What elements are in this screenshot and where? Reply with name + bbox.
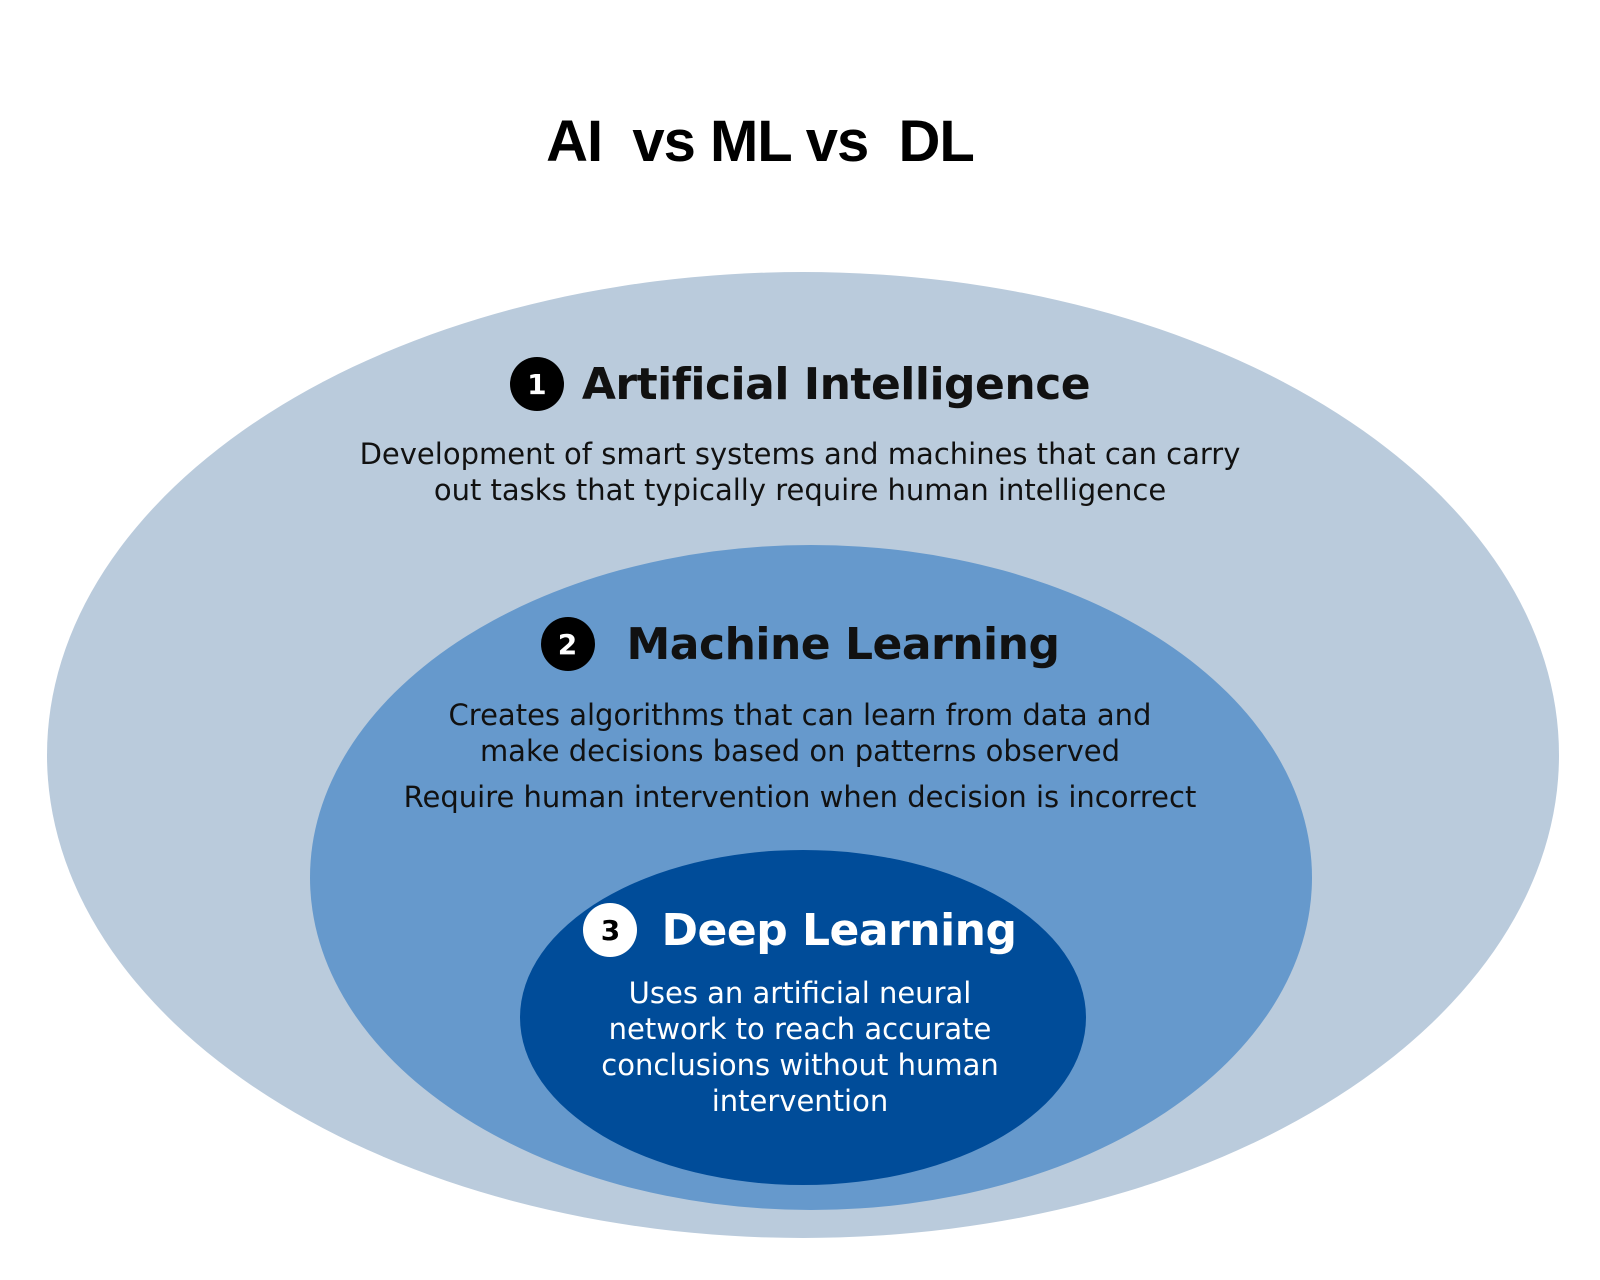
dl-description-line: network to reach accurate — [608, 1012, 992, 1046]
ai-description: Development of smart systems and machine… — [0, 436, 1600, 508]
page-title: AI vs ML vs DL — [546, 109, 975, 174]
dl-number-badge: 3 — [583, 903, 638, 957]
ml-heading-label: Machine Learning — [626, 618, 1060, 670]
dl-description-line: Uses an artificial neural — [628, 976, 972, 1010]
ai-description-line: out tasks that typically require human i… — [433, 473, 1167, 507]
ml-description: Creates algorithms that can learn from d… — [0, 697, 1600, 769]
ai-number-badge: 1 — [509, 357, 564, 411]
ml-number-badge: 2 — [540, 617, 595, 671]
dl-description: Uses an artificial neural network to rea… — [0, 975, 1600, 1119]
ml-description-line: make decisions based on patterns observe… — [479, 734, 1121, 768]
ai-heading: 1 Artificial Intelligence — [0, 357, 1600, 411]
dl-heading-label: Deep Learning — [661, 904, 1017, 956]
dl-heading: 3 Deep Learning — [0, 903, 1600, 957]
ml-description-line: Creates algorithms that can learn from d… — [448, 698, 1152, 732]
ml-note: Require human intervention when decision… — [403, 780, 1197, 814]
ai-heading-label: Artificial Intelligence — [581, 358, 1091, 410]
dl-description-line: intervention — [711, 1084, 889, 1118]
dl-description-line: conclusions without human — [601, 1048, 999, 1082]
ml-heading: 2 Machine Learning — [0, 617, 1600, 671]
ai-description-line: Development of smart systems and machine… — [359, 437, 1241, 471]
